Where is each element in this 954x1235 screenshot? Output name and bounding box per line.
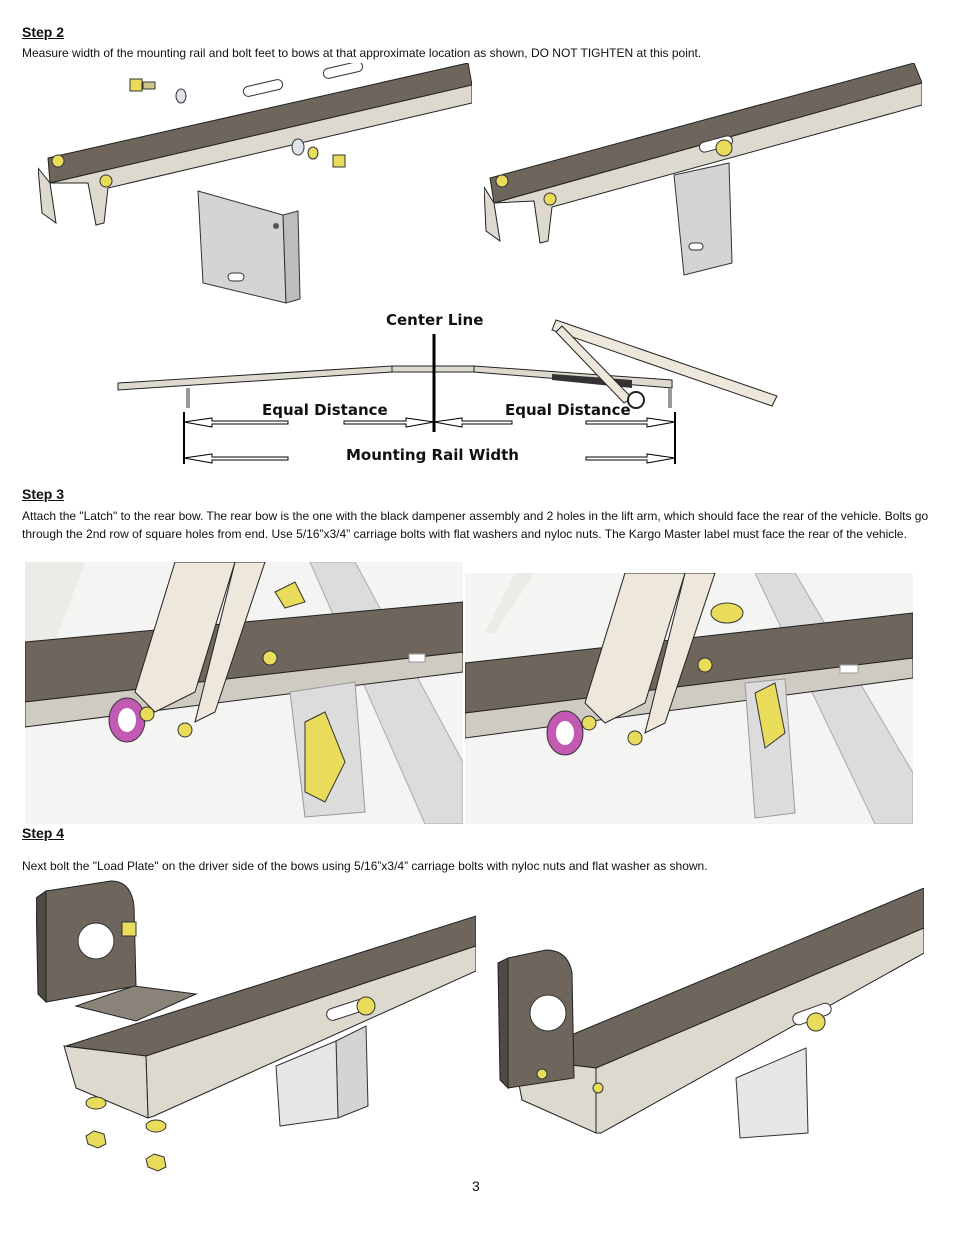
step4-figure-load-plate-exploded [36,876,476,1176]
step2-figure-exploded [38,63,472,315]
step2-figure-assembled [484,63,922,315]
equal-distance-left-label: Equal Distance [262,401,388,419]
step3-title: Step 3 [22,486,65,502]
page-number: 3 [472,1178,480,1194]
step4-figure-load-plate-assembled [496,888,924,1140]
step4-instructions: Next bolt the "Load Plate" on the driver… [22,859,708,873]
step4-title: Step 4 [22,825,65,841]
step3-figure-latch-exploded [25,562,463,824]
step3-instructions: Attach the "Latch" to the rear bow. The … [22,509,929,541]
step3-figure-latch-assembled [465,573,913,824]
step2-instructions: Measure width of the mounting rail and b… [22,46,702,60]
center-line-diagram: Center Line Equal Distance Equal Distanc… [112,308,782,468]
step2-title: Step 2 [22,24,65,40]
mounting-rail-width-label: Mounting Rail Width [346,446,519,464]
center-line-label: Center Line [386,311,484,329]
equal-distance-right-label: Equal Distance [505,401,631,419]
